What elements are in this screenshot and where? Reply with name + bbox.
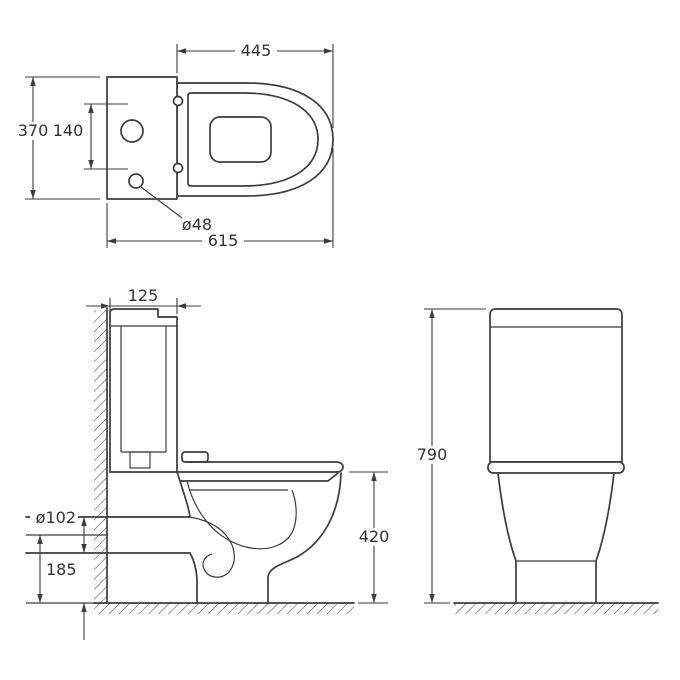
seat-hinge (181, 451, 209, 463)
outlet-diameter-label: ø102 (36, 508, 76, 527)
overall-width-label: 370 (18, 121, 49, 140)
seat-length-label: 445 (241, 41, 272, 60)
wall-hatch (94, 310, 107, 603)
rim-front-slant (327, 472, 339, 482)
outlet-height-label: 185 (46, 560, 77, 579)
floor-hatch-side (94, 603, 354, 614)
fixing-hole (128, 173, 144, 189)
bowl-rear-outline (176, 471, 198, 604)
dim-overall-width: 370 (13, 76, 100, 200)
dim-bowl-height: 420 (349, 471, 395, 604)
top-view: ø48 445 370 140 (13, 41, 334, 250)
fixing-hole-leader (140, 186, 183, 219)
body-right-outline (595, 472, 615, 604)
side-view: 125 ø102 185 420 (25, 286, 395, 640)
tank-depth-label: 125 (128, 286, 159, 305)
front-view: 790 (411, 308, 659, 614)
overall-height-label: 790 (417, 445, 448, 464)
dim-seat-length: 445 (176, 41, 334, 128)
dim-overall-height: 790 (411, 308, 486, 604)
bowl-basin-line (186, 480, 297, 550)
dim-overall-depth: 615 (106, 148, 334, 250)
trap-line (189, 516, 235, 578)
dim-outlet-diameter: ø102 (30, 508, 87, 554)
flush-valve (129, 451, 151, 469)
hole-diameter-label: ø48 (182, 215, 212, 234)
hinge-hole-bottom (172, 162, 184, 174)
body-left-outline (497, 472, 517, 604)
tank-front-outline (489, 308, 623, 463)
bowl-front-outline (267, 472, 342, 604)
bowl-opening-outline (209, 116, 272, 163)
flush-button (120, 119, 144, 143)
seat-front-outline (487, 461, 625, 474)
tank-side-outline (109, 308, 178, 473)
bowl-height-label: 420 (359, 527, 390, 546)
hinge-hole-top (172, 95, 184, 107)
overall-depth-label: 615 (208, 231, 239, 250)
dim-outlet-height: 185 (37, 534, 87, 640)
floor-hatch-front (454, 603, 658, 614)
seat-front-cap (335, 461, 344, 473)
dim-holes-spacing: 140 (53, 103, 128, 170)
dim-tank-depth: 125 (86, 286, 201, 314)
holes-spacing-label: 140 (53, 121, 84, 140)
